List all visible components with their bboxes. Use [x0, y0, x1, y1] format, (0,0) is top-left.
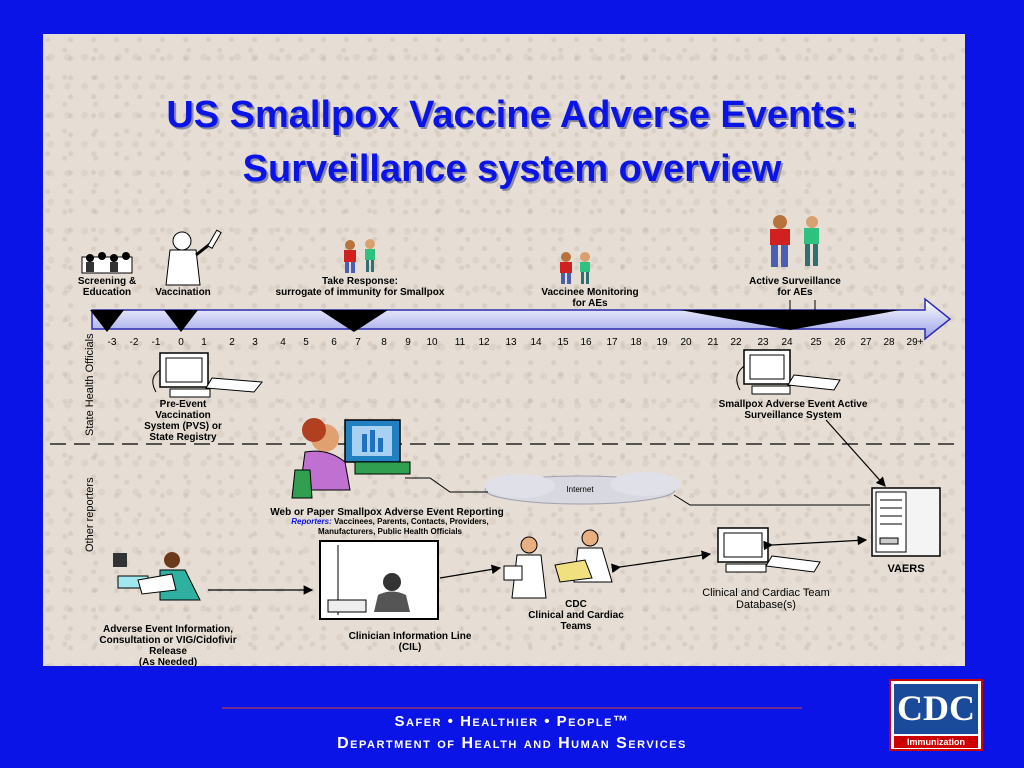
reporters-label: Reporters:: [291, 517, 332, 526]
vaers-server-icon: [871, 487, 941, 557]
label-take-response: Take Response: surrogate of immunity for…: [275, 276, 445, 298]
timeline-arrow: [91, 297, 952, 341]
timeline-tick: 7: [355, 337, 361, 348]
timeline-tick: 22: [730, 337, 742, 348]
node-pvs: Pre-Event Vaccination System (PVS) or St…: [144, 399, 222, 443]
section-other-reporters: Other reporters: [84, 477, 96, 552]
timeline-tick: 0: [178, 337, 184, 348]
active-surveillance-people-icon: [770, 215, 819, 267]
marker-active-surveillance: [680, 310, 900, 330]
internet-cloud-icon: [484, 472, 680, 505]
active-system-computer-icon: [736, 349, 841, 395]
node-vaers: VAERS: [887, 563, 925, 575]
timeline-tick: 5: [303, 337, 309, 348]
timeline-tick: 20: [680, 337, 692, 348]
node-reporters: Reporters: Vaccinees, Parents, Contacts,…: [240, 517, 540, 537]
reporters-list: Vaccinees, Parents, Contacts, Providers,: [333, 517, 489, 526]
timeline-tick: 16: [580, 337, 592, 348]
label-vaccinee-monitoring: Vaccinee Monitoring for AEs: [541, 287, 639, 309]
timeline-tick: 13: [505, 337, 517, 348]
cdc-logo: [889, 679, 983, 751]
pvs-computer-icon: [152, 352, 263, 398]
label-vaccination: Vaccination: [155, 287, 211, 298]
cdc-doctors-icon: [503, 529, 613, 599]
slide-title-line1: US Smallpox Vaccine Adverse Events:: [166, 94, 858, 136]
timeline-tick: 28: [883, 337, 895, 348]
timeline-tick: -1: [151, 337, 161, 348]
woman-at-computer-icon: [291, 418, 411, 499]
timeline-tick: 9: [405, 337, 411, 348]
timeline-tick: 2: [229, 337, 235, 348]
timeline-tick: 27: [860, 337, 872, 348]
cdc-logo-badge: Immunization: [907, 737, 965, 747]
marker-vaccination: [164, 310, 198, 332]
label-active-surveillance: Active Surveillance for AEs: [749, 276, 841, 298]
arrow-clinicaldb-vaers: [763, 535, 868, 551]
slide-title-line2: Surveillance system overview: [242, 148, 782, 190]
timeline-tick: 10: [426, 337, 438, 348]
internet-connector-left: [405, 477, 488, 493]
timeline-tick: 18: [630, 337, 642, 348]
footer-department: Department of Health and Human Services: [337, 735, 687, 752]
reporters-list2: Manufacturers, Public Health Officials: [317, 527, 463, 536]
ae-info-doctor-icon: [113, 552, 201, 601]
timeline-tick: 29+: [906, 337, 924, 348]
doctor-syringe-icon: [165, 229, 222, 286]
timeline-tick: 3: [252, 337, 258, 348]
arrow-cdc-clinicaldb: [611, 550, 712, 573]
timeline-tick: -3: [107, 337, 117, 348]
take-response-people-icon: [344, 239, 375, 273]
clinical-db-computer-icon: [717, 527, 821, 573]
section-state-health: State Health Officials: [84, 333, 96, 436]
timeline-tick: 25: [810, 337, 822, 348]
timeline-tick: 11: [454, 337, 466, 348]
label-screening: Screening & Education: [77, 276, 137, 298]
timeline-tick: 19: [656, 337, 668, 348]
node-clinical-db: Clinical and Cardiac Team Database(s): [702, 587, 830, 611]
internet-connector-right: [673, 494, 870, 506]
node-active-system: Smallpox Adverse Event Active Surveillan…: [718, 399, 868, 421]
timeline-tick: 17: [606, 337, 618, 348]
marker-take-response: [320, 310, 388, 332]
timeline-tick: 4: [280, 337, 286, 348]
timeline-tick: 21: [707, 337, 719, 348]
timeline-tick: 12: [478, 337, 490, 348]
cil-phone-icon: [319, 540, 439, 620]
node-web-reporting-title: Web or Paper Smallpox Adverse Event Repo…: [270, 507, 504, 518]
marker-screening: [90, 310, 124, 332]
timeline-tick: 15: [557, 337, 569, 348]
node-ae-info: Adverse Event Information, Consultation …: [99, 624, 237, 668]
footer-tagline: Safer • Healthier • People™: [394, 713, 630, 730]
node-cdc-teams: CDC Clinical and Cardiac Teams: [528, 599, 624, 632]
vaccinee-monitoring-people-icon: [560, 252, 590, 284]
timeline-tick: 8: [381, 337, 387, 348]
cdc-logo-text: CDC: [897, 688, 975, 728]
timeline-tick: 23: [757, 337, 769, 348]
screening-people-icon: [81, 252, 133, 274]
node-cil: Clinician Information Line (CIL): [348, 631, 472, 653]
timeline-tick: -2: [129, 337, 139, 348]
timeline-tick: 6: [331, 337, 337, 348]
timeline-tick: 26: [834, 337, 846, 348]
timeline-tick: 14: [530, 337, 542, 348]
slide-panel: [43, 34, 965, 666]
timeline-tick: 1: [201, 337, 207, 348]
arrow-cil-to-cdc: [439, 564, 502, 579]
timeline-tick: 24: [781, 337, 793, 348]
node-internet: Internet: [566, 485, 594, 494]
arrow-active-to-vaers: [825, 419, 886, 487]
